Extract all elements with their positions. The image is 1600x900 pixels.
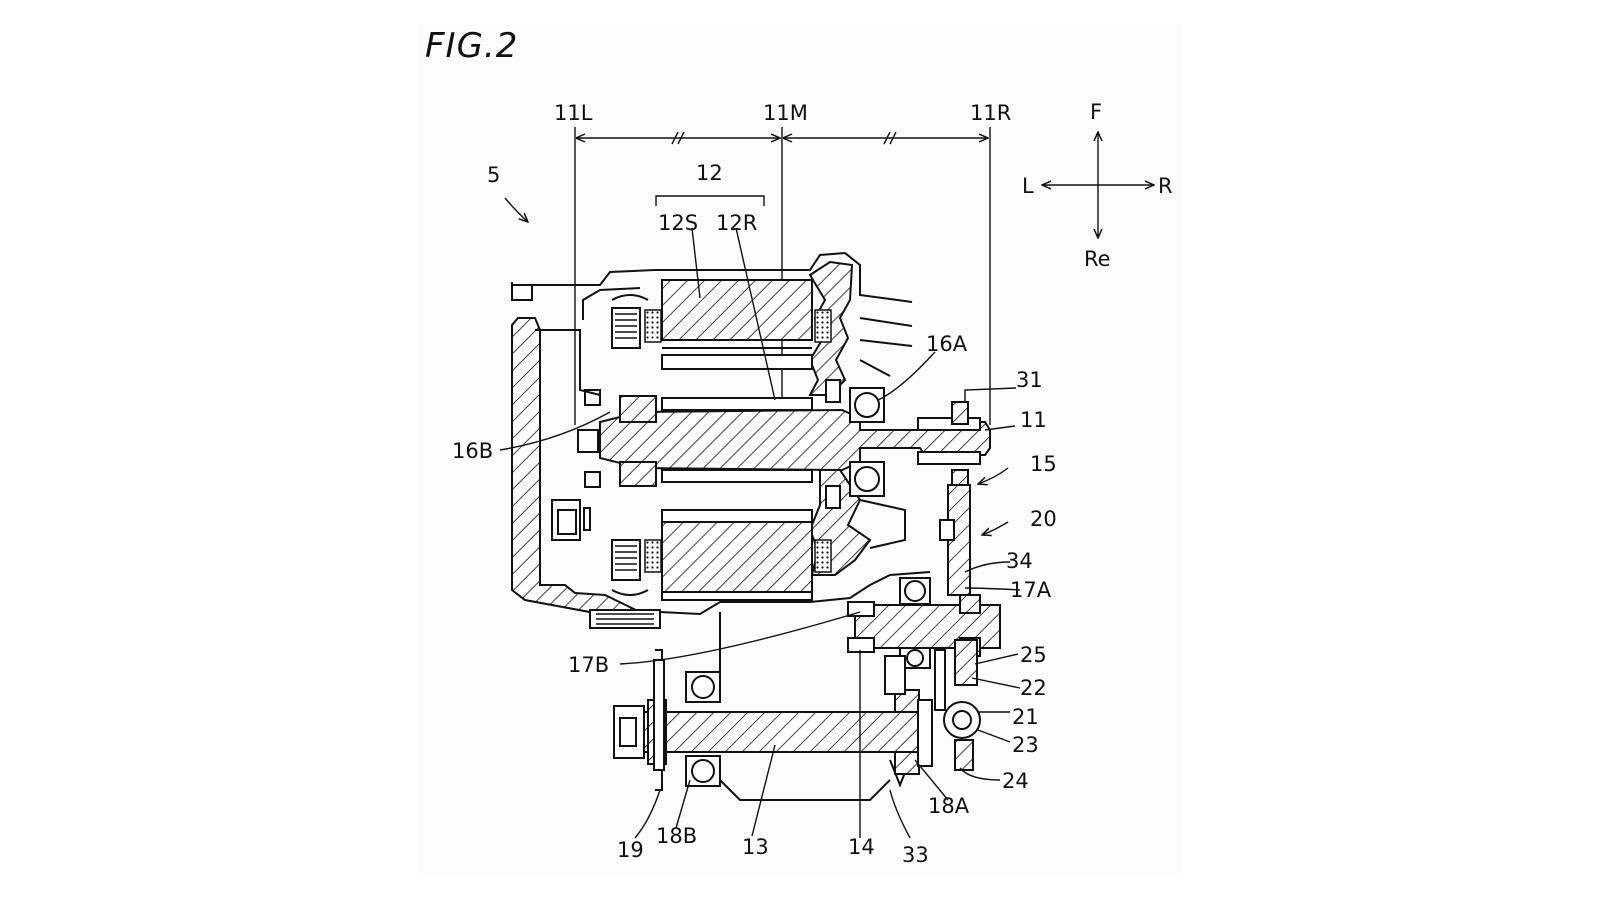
dim-11M-label: 11M xyxy=(763,101,808,125)
label-20: 20 xyxy=(1030,507,1057,531)
label-17B: 17B xyxy=(568,653,609,677)
label-21: 21 xyxy=(1012,705,1039,729)
label-22: 22 xyxy=(1020,676,1047,700)
figure-title: FIG.2 xyxy=(425,26,519,66)
label-16A: 16A xyxy=(926,332,968,356)
dir-front-label: F xyxy=(1090,100,1102,124)
label-23: 23 xyxy=(1012,733,1039,757)
label-18B: 18B xyxy=(656,824,697,848)
label-12S: 12S xyxy=(658,211,698,235)
label-12: 12 xyxy=(696,161,723,185)
label-5: 5 xyxy=(487,163,500,187)
dir-left-label: L xyxy=(1022,174,1034,198)
label-33: 33 xyxy=(902,843,929,867)
stator xyxy=(611,279,832,601)
label-24: 24 xyxy=(1002,769,1029,793)
label-17A: 17A xyxy=(1010,578,1052,602)
label-18A: 18A xyxy=(928,794,970,818)
direction-indicator xyxy=(1042,132,1154,238)
leader-lines xyxy=(499,195,1021,839)
label-14: 14 xyxy=(848,835,875,859)
label-16B: 16B xyxy=(452,439,493,463)
output-shaft xyxy=(613,649,933,791)
label-31: 31 xyxy=(1016,368,1043,392)
dir-right-label: R xyxy=(1158,174,1173,198)
label-15: 15 xyxy=(1030,452,1057,476)
label-13: 13 xyxy=(742,835,769,859)
dimension-lines xyxy=(574,127,991,445)
reference-labels: 11L 11M 11R F Re L R 5 12 12S 12R 16A 16… xyxy=(452,100,1173,867)
dim-11L-label: 11L xyxy=(554,101,593,125)
dim-11R-label: 11R xyxy=(970,101,1011,125)
rotor-and-shaft xyxy=(577,379,991,509)
label-12R: 12R xyxy=(716,211,757,235)
sensor-assembly xyxy=(934,639,981,771)
left-cover xyxy=(551,389,661,629)
dir-rear-label: Re xyxy=(1084,247,1111,271)
label-34: 34 xyxy=(1006,549,1033,573)
label-19: 19 xyxy=(617,838,644,862)
label-11: 11 xyxy=(1020,408,1047,432)
label-25: 25 xyxy=(1020,643,1047,667)
